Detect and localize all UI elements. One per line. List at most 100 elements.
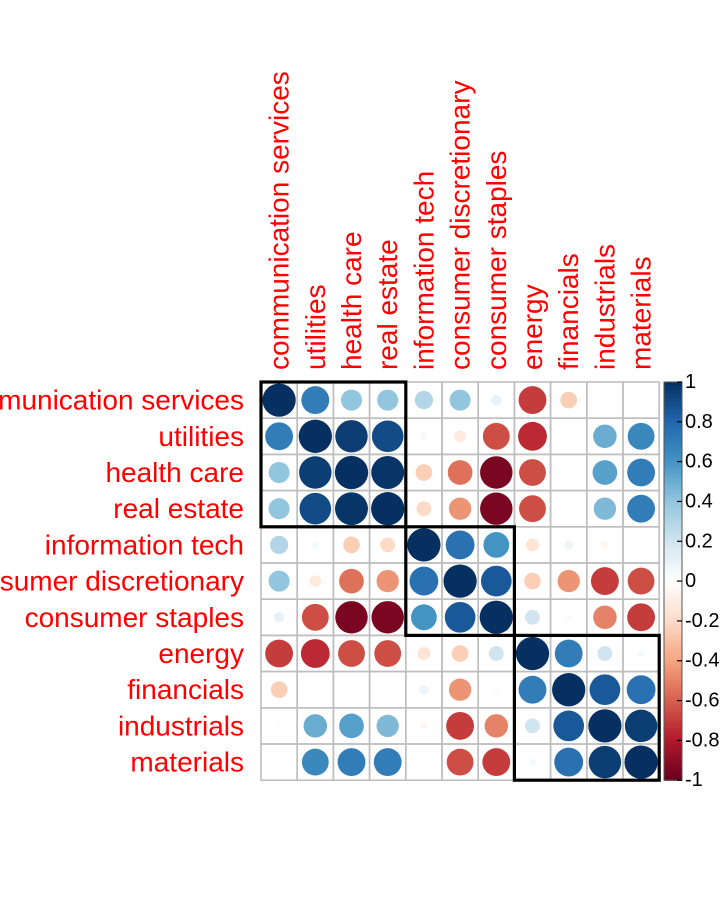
- corr-circle-industrials-consumer-staples: [484, 714, 509, 738]
- colorbar-segment: [664, 704, 682, 710]
- colorbar-tick-label: -0.8: [685, 729, 719, 751]
- colorbar-segment: [664, 553, 682, 558]
- correlation-circles: [262, 383, 658, 779]
- corr-circle-materials-consumer-staples: [482, 748, 511, 777]
- corr-circle-energy-health-care: [338, 640, 365, 667]
- colorbar: 10.80.60.40.20-0.2-0.4-0.6-0.8-1: [663, 371, 719, 791]
- colorbar-segment: [664, 716, 682, 722]
- corr-circle-communication-services-energy: [518, 386, 547, 415]
- corr-circle-consumer-staples-communication-services: [273, 612, 285, 623]
- corr-circle-communication-services-utilities: [301, 386, 330, 415]
- corr-circle-consumer-discretionary-consumer-staples: [480, 565, 512, 597]
- colorbar-segment: [664, 433, 682, 439]
- corr-circle-materials-energy: [528, 758, 537, 766]
- corr-circle-information-tech-information-tech: [407, 528, 441, 562]
- corr-circle-utilities-utilities: [298, 419, 332, 453]
- corr-circle-energy-information-tech: [417, 647, 431, 660]
- corr-circle-utilities-information-tech: [420, 432, 428, 441]
- corr-circle-energy-consumer-staples: [488, 646, 504, 661]
- colorbar-segment: [664, 545, 682, 550]
- grid-cell: [549, 489, 588, 528]
- corr-circle-energy-financials: [554, 639, 583, 668]
- colorbar-tick-label: 0.4: [685, 490, 713, 512]
- corr-circle-industrials-energy: [525, 718, 540, 734]
- colorbar-segment: [664, 776, 682, 781]
- corr-circle-consumer-discretionary-materials: [627, 567, 655, 595]
- colorbar-segment: [664, 425, 682, 431]
- corr-circle-industrials-industrials: [588, 709, 622, 743]
- colorbar-tick-label: -1: [685, 769, 703, 791]
- corr-circle-consumer-discretionary-industrials: [590, 567, 619, 596]
- corr-circle-materials-real-estate: [373, 748, 402, 777]
- row-label-communication-services: communication services: [0, 385, 244, 416]
- colorbar-segment: [664, 740, 682, 745]
- colorbar-tick-label: 0.2: [685, 530, 713, 552]
- corr-circle-consumer-discretionary-real-estate: [376, 569, 399, 593]
- grid-cell: [622, 381, 661, 420]
- corr-circle-industrials-financials: [553, 710, 585, 742]
- corr-circle-health-care-financials: [567, 470, 571, 475]
- col-label-materials: materials: [626, 256, 657, 370]
- colorbar-segment: [664, 393, 682, 399]
- colorbar-segment: [664, 744, 682, 749]
- colorbar-segment: [664, 501, 682, 507]
- corr-circle-utilities-materials: [627, 422, 655, 450]
- corr-circle-utilities-industrials: [593, 424, 617, 449]
- corr-circle-health-care-industrials: [592, 460, 618, 485]
- colorbar-segment: [664, 385, 682, 391]
- corr-circle-utilities-consumer-discretionary: [454, 430, 466, 443]
- colorbar-segment: [664, 561, 682, 566]
- colorbar-segment: [664, 620, 682, 626]
- colorbar-segment: [664, 601, 682, 606]
- corr-circle-utilities-real-estate: [371, 420, 404, 453]
- colorbar-segment: [664, 421, 682, 427]
- colorbar-segment: [664, 772, 682, 777]
- corr-circle-communication-services-health-care: [340, 389, 363, 411]
- colorbar-segment: [664, 680, 682, 686]
- colorbar-segment: [664, 581, 682, 586]
- colorbar-tick-label: -0.4: [685, 650, 719, 672]
- corr-circle-health-care-health-care: [334, 455, 369, 490]
- colorbar-segment: [664, 676, 682, 682]
- colorbar-segment: [664, 489, 682, 495]
- corr-circle-financials-information-tech: [419, 684, 429, 695]
- colorbar-segment: [664, 664, 682, 670]
- corr-circle-consumer-staples-real-estate: [371, 601, 404, 634]
- corr-circle-utilities-energy: [518, 421, 547, 451]
- corr-circle-health-care-consumer-discretionary: [447, 460, 473, 485]
- colorbar-segment: [664, 732, 682, 737]
- colorbar-segment: [664, 529, 682, 534]
- corr-circle-energy-utilities: [300, 639, 330, 668]
- colorbar-segment: [664, 688, 682, 694]
- corr-circle-real-estate-health-care: [335, 492, 368, 526]
- corr-circle-information-tech-consumer-staples: [483, 532, 510, 558]
- corr-circle-information-tech-health-care: [343, 536, 360, 554]
- corr-circle-communication-services-real-estate: [377, 389, 399, 411]
- corr-circle-communication-services-communication-services: [262, 383, 296, 417]
- corr-circle-materials-financials: [554, 747, 584, 777]
- row-label-health-care: health care: [105, 457, 244, 488]
- corr-circle-utilities-communication-services: [265, 422, 294, 451]
- colorbar-segment: [664, 453, 682, 459]
- colorbar-segment: [664, 628, 682, 634]
- corr-circle-consumer-discretionary-utilities: [309, 575, 322, 587]
- colorbar-segment: [664, 513, 682, 518]
- colorbar-segment: [664, 557, 682, 562]
- corr-circle-materials-materials: [624, 745, 658, 779]
- colorbar-tick-label: 1: [685, 371, 696, 393]
- colorbar-segment: [664, 760, 682, 765]
- corr-circle-communication-services-information-tech: [414, 390, 434, 410]
- row-label-information-tech: information tech: [45, 529, 244, 560]
- corr-circle-information-tech-industrials: [601, 541, 609, 549]
- grid-cell: [549, 417, 588, 456]
- corr-circle-consumer-staples-health-care: [335, 601, 368, 634]
- corr-circle-health-care-utilities: [299, 456, 332, 489]
- colorbar-segment: [664, 465, 682, 471]
- colorbar-segment: [664, 405, 682, 411]
- colorbar-segment: [664, 521, 682, 526]
- colorbar-segment: [664, 509, 682, 514]
- colorbar-segment: [664, 768, 682, 773]
- corr-circle-consumer-staples-energy: [525, 609, 540, 625]
- corr-circle-energy-materials: [637, 649, 645, 658]
- cluster-rectangles: [259, 380, 661, 782]
